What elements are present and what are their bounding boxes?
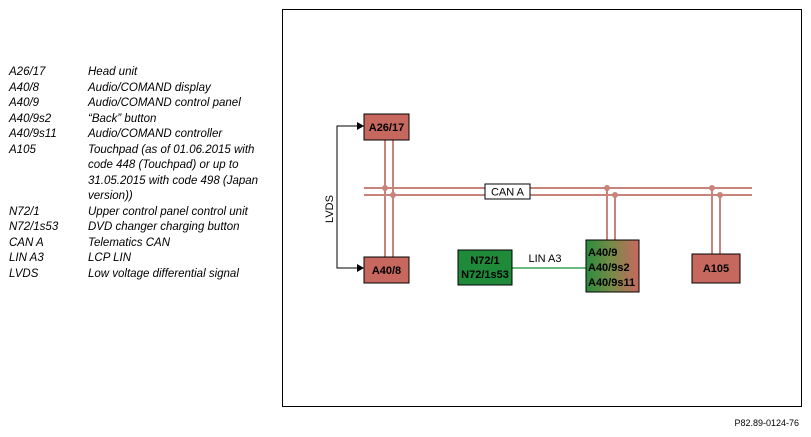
legend-code: N72/1: [9, 205, 40, 218]
can-label-box: [484, 183, 531, 200]
legend-code: A40/9s2: [9, 112, 52, 125]
legend-description: Audio/COMAND controller: [88, 128, 223, 140]
legend-row: A40/9s11 Audio/COMAND controller: [9, 127, 279, 143]
document-reference: P82.89-0124-76: [734, 418, 799, 428]
legend-row: N72/1 Upper control panel control unit: [9, 205, 279, 221]
box-a105-label: A105: [703, 263, 729, 275]
box-a40-8-label: A40/8: [372, 265, 401, 277]
box-a26-17-label: A26/17: [369, 122, 404, 134]
legend-code: A105: [9, 143, 36, 156]
legend-row: A105 Touchpad (as of 01.06.2015 with code…: [9, 143, 279, 205]
box-a26-17: [363, 113, 410, 141]
diagram-frame: [282, 9, 802, 407]
legend-row: A40/9s2 “Back” button: [9, 112, 279, 128]
legend-description: Audio/COMAND control panel: [88, 97, 241, 109]
legend-row: N72/1s53 DVD changer charging button: [9, 220, 279, 236]
lvds-arrow-bottom: [357, 264, 364, 272]
legend-code: N72/1s53: [9, 221, 59, 233]
legend-row: LIN A3 LCP LIN: [9, 251, 279, 267]
legend-row: A26/17 Head unit: [9, 65, 279, 81]
legend-description: LCP LIN: [88, 252, 132, 264]
box-a40-8: [363, 256, 410, 284]
legend-description: Upper control panel control unit: [88, 205, 248, 218]
legend-row: CAN A Telematics CAN: [9, 236, 279, 252]
can-bus: [364, 187, 752, 196]
legend-description: Audio/COMAND display: [88, 81, 211, 94]
box-n72-1-label-2: N72/1s53: [461, 269, 509, 281]
legend-description: Head unit: [88, 66, 138, 78]
legend-description: DVD changer charging button: [88, 221, 240, 233]
legend-row: A40/8 Audio/COMAND display: [9, 81, 279, 97]
can-drops: [384, 140, 721, 257]
lin-label: LIN A3: [528, 253, 561, 265]
legend-code: A40/9s11: [9, 128, 57, 140]
box-a40-9-label-2: A40/9s2: [588, 262, 630, 274]
legend-description: Touchpad (as of 01.06.2015 with code 448…: [88, 143, 259, 203]
legend-code: CAN A: [9, 236, 44, 249]
box-a40-9-label-1: A40/9: [588, 247, 617, 259]
legend-code: LVDS: [9, 267, 39, 280]
legend-code: LIN A3: [9, 252, 44, 264]
legend-description: Telematics CAN: [88, 236, 171, 249]
box-a40-9-label-3: A40/9s11: [588, 277, 635, 289]
legend-description: “Back” button: [88, 112, 157, 125]
lvds-label: LVDS: [324, 195, 336, 223]
legend-code: A26/17: [9, 66, 46, 78]
legend-row: LVDS Low voltage differential signal: [9, 267, 279, 283]
box-a105: [691, 253, 741, 284]
legend-row: A40/9 Audio/COMAND control panel: [9, 96, 279, 112]
lvds-arrow-top: [357, 122, 364, 130]
box-a40-9: [585, 239, 640, 293]
can-label: CAN A: [491, 187, 525, 199]
can-junctions: [382, 185, 723, 198]
box-n72-1-label-1: N72/1: [470, 255, 499, 267]
box-n72-1: [457, 249, 513, 286]
legend-code: A40/9: [9, 97, 40, 109]
lvds-link: [336, 125, 364, 269]
legend-description: Low voltage differential signal: [88, 267, 239, 280]
legend-code: A40/8: [9, 81, 40, 94]
